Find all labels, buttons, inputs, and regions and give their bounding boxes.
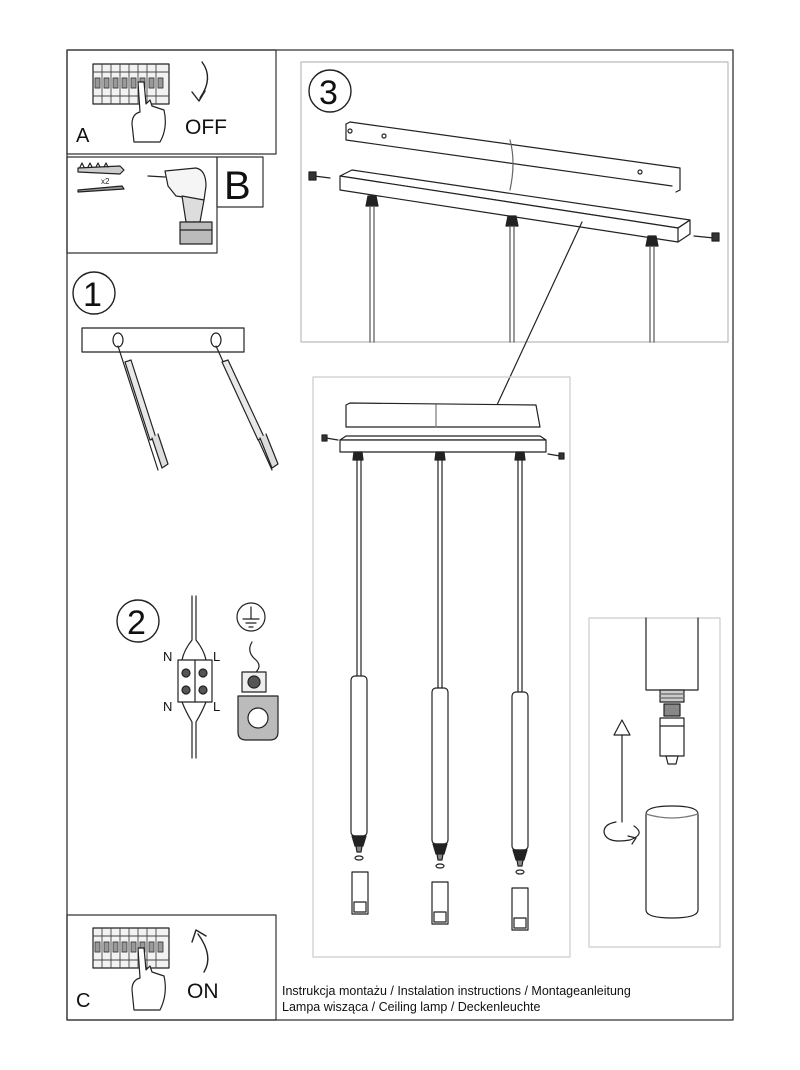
screw-icon xyxy=(77,185,125,193)
detail-housing-icon xyxy=(645,617,699,703)
panel-a-frame xyxy=(66,49,277,155)
canopy-icon xyxy=(339,169,691,247)
cables-icon xyxy=(369,205,655,343)
wire-l-top: L xyxy=(213,649,220,664)
wall-plug-icon xyxy=(77,162,125,175)
wire-l-bottom: L xyxy=(213,699,220,714)
fixture-bracket-icon xyxy=(345,402,541,428)
panel-b-label: B xyxy=(224,164,251,208)
detail-shade-icon xyxy=(645,805,699,919)
panel-c-action: ON xyxy=(187,980,219,1003)
ground-symbol-icon xyxy=(236,602,266,632)
rotate-arrow-icon xyxy=(603,821,640,845)
bulb-detail-frame xyxy=(588,617,721,948)
arrow-up-curved-icon xyxy=(197,933,209,973)
page-frame xyxy=(66,49,734,1021)
ground-terminal-icon xyxy=(237,641,279,741)
detail-lamp-socket-icon xyxy=(659,703,685,765)
step-1-number: 1 xyxy=(83,276,102,314)
panel-a-action: OFF xyxy=(185,116,227,139)
fixture-canopy-icon xyxy=(321,434,565,461)
pendant-2-icon xyxy=(431,459,449,925)
hand-c-icon xyxy=(131,947,166,1011)
mounting-rail-icon xyxy=(81,327,245,353)
caption-line-1: Instrukcja montażu / Instalation instruc… xyxy=(282,984,631,998)
detail-leader-line xyxy=(489,221,583,421)
side-screw-right-icon xyxy=(693,232,720,242)
screw-left-icon xyxy=(117,345,169,471)
step-1-circle xyxy=(72,271,116,315)
fixture-frame xyxy=(312,376,571,958)
breaker-box-icon xyxy=(92,63,170,105)
step-2-number: 2 xyxy=(127,604,146,642)
wire-n-top: N xyxy=(163,649,172,664)
panel-b-label-box xyxy=(216,156,264,208)
panel-c-label: C xyxy=(76,990,90,1012)
step-3-number: 3 xyxy=(319,74,338,112)
screw-count: x2 xyxy=(101,177,110,186)
arrow-up-icon xyxy=(613,719,631,823)
mounting-bracket-icon xyxy=(345,121,681,193)
step-3-circle xyxy=(308,69,352,113)
pendant-3-icon xyxy=(511,459,529,931)
wire-n-bottom: N xyxy=(163,699,172,714)
panel-c-frame xyxy=(66,914,277,1021)
screw-right-icon xyxy=(215,345,279,471)
side-screw-left-icon xyxy=(308,171,331,181)
hand-icon xyxy=(131,81,166,143)
step-2-circle xyxy=(116,599,160,643)
drill-icon xyxy=(147,167,213,245)
pendant-1-icon xyxy=(350,459,369,915)
panel-a-label: A xyxy=(76,125,90,147)
caption-line-2: Lampa wisząca / Ceiling lamp / Deckenleu… xyxy=(282,1000,541,1014)
breaker-box-c-icon xyxy=(92,927,170,969)
terminal-block-icon xyxy=(177,595,213,759)
